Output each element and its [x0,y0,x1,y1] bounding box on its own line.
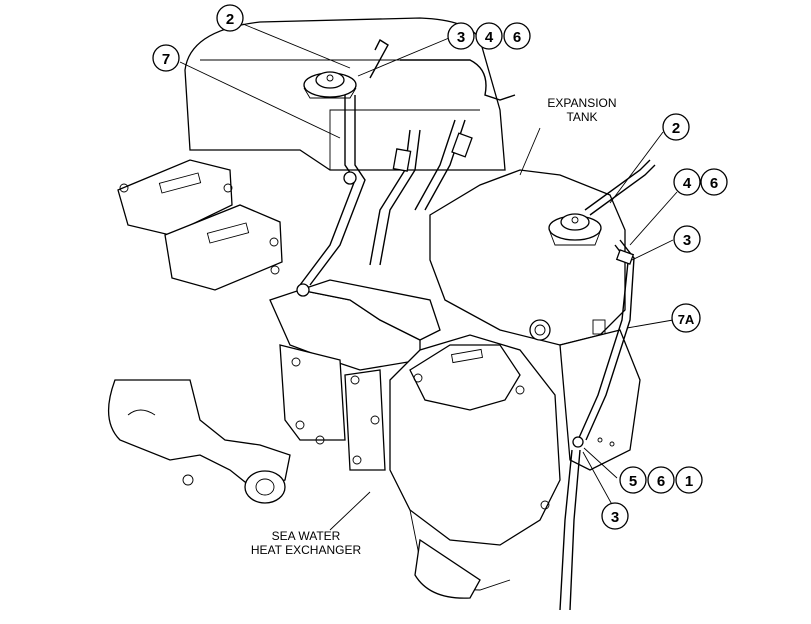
sea-water-label-line1: SEA WATER [272,529,341,543]
callout-3-bottom: 3 [601,502,629,530]
svg-text:4: 4 [485,29,494,46]
leader-lines [179,23,678,531]
left-cover-plate-lower [164,204,283,291]
sea-water-label-line2: HEAT EXCHANGER [251,543,362,557]
hose-assembly [296,38,516,297]
callout-7: 7 [152,44,180,72]
callout-3-a: 3 [447,22,475,50]
expansion-tank [429,169,626,346]
callout-4-a: 4 [475,22,503,50]
mounting-bracket [344,369,386,471]
callout-7a: 7A [671,303,701,333]
svg-text:6: 6 [657,473,665,490]
expansion-tank-label-line1: EXPANSION [547,96,616,110]
engine-block-right [559,329,641,471]
svg-text:6: 6 [513,29,521,46]
callout-5: 5 [619,466,647,494]
sea-water-heat-exchanger [389,334,561,599]
callout-4-b: 4 [673,168,701,196]
hose-7a [559,239,635,611]
svg-text:1: 1 [685,473,693,490]
svg-text:3: 3 [611,509,619,526]
callout-6-b: 6 [700,168,728,196]
left-cover-plate-upper [117,159,233,236]
pressure-cap-left [303,71,357,99]
callout-6-c: 6 [647,466,675,494]
svg-text:2: 2 [672,120,680,137]
svg-text:4: 4 [683,175,692,192]
svg-text:2: 2 [226,11,234,28]
callout-1: 1 [675,466,703,494]
svg-text:6: 6 [710,175,718,192]
callout-3-b: 3 [673,225,701,253]
engine-block-center [269,279,441,445]
callout-2-top: 2 [216,4,244,32]
svg-text:7: 7 [162,51,170,68]
svg-text:3: 3 [457,29,465,46]
callout-6-a: 6 [503,22,531,50]
svg-text:5: 5 [629,473,637,490]
svg-text:7A: 7A [678,312,695,327]
exhaust-manifold [107,379,291,504]
svg-text:3: 3 [683,232,691,249]
callout-2-right: 2 [662,113,690,141]
expansion-tank-label-line2: TANK [566,110,597,124]
overflow-line-right [584,159,656,216]
